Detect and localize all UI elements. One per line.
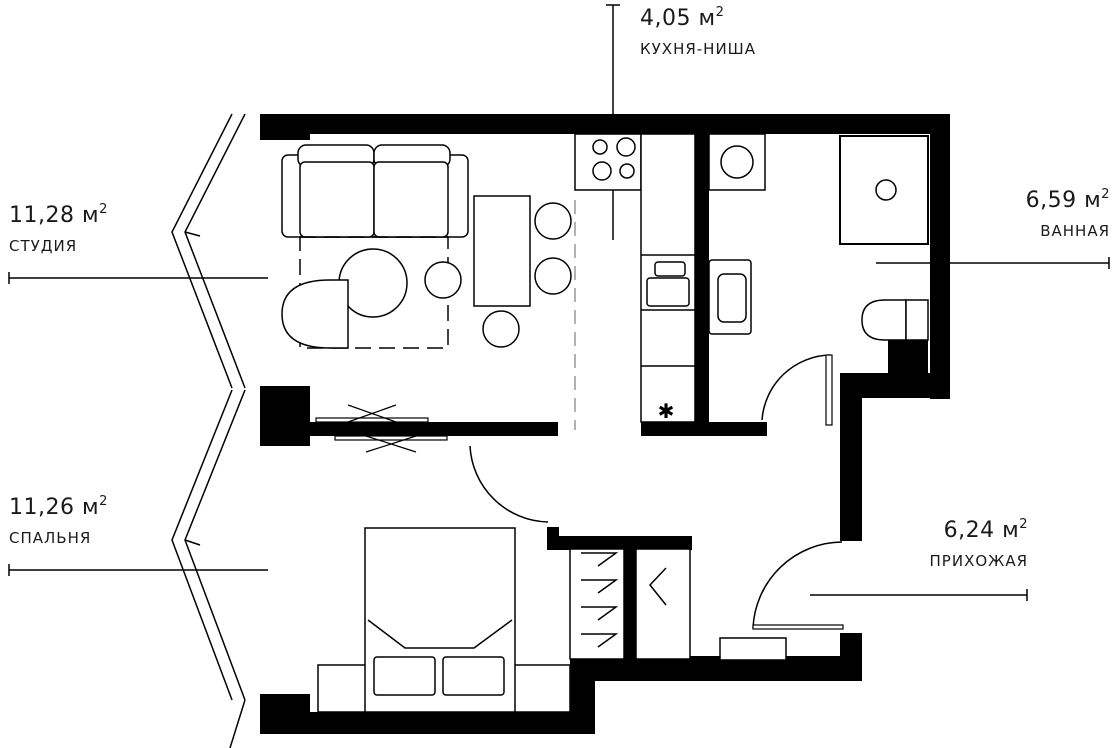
- room-name: КУХНЯ-НИША: [640, 40, 756, 58]
- wardrobe-icon: [569, 548, 787, 661]
- stove-icon: [592, 137, 636, 181]
- toilet-icon: [861, 299, 929, 341]
- room-name: СТУДИЯ: [9, 237, 78, 255]
- room-name: ВАННАЯ: [1040, 222, 1110, 240]
- sliding-door: [315, 404, 448, 453]
- oven-icon: ✱: [658, 399, 675, 423]
- kitchen-sink-icon: [646, 261, 690, 307]
- room-label-studio: 11,28 м2 СТУДИЯ: [9, 202, 108, 255]
- shower-icon: [839, 135, 929, 245]
- hanger-icon: [581, 552, 667, 648]
- window-icon: [171, 113, 246, 748]
- leader-lines: [8, 4, 1110, 601]
- room-label-hallway: 6,24 м2 ПРИХОЖАЯ: [929, 517, 1028, 570]
- door-icon: [752, 541, 843, 629]
- room-area: 6,24: [943, 518, 995, 543]
- armchair-icon: [281, 279, 349, 349]
- door-icon: [761, 354, 831, 421]
- dining-table-icon: [473, 195, 531, 307]
- room-area: 11,28: [9, 203, 75, 228]
- sofa-icon: [281, 144, 469, 238]
- room-label-bedroom: 11,26 м2 СПАЛЬНЯ: [9, 494, 108, 547]
- chair-icon: [424, 202, 572, 348]
- room-name: ПРИХОЖАЯ: [929, 552, 1028, 570]
- room-area: 4,05: [640, 6, 691, 31]
- room-area: 11,26: [9, 495, 75, 520]
- washing-machine-icon: [708, 133, 766, 191]
- room-label-kitchen: 4,05 м2 КУХНЯ-НИША: [640, 5, 756, 58]
- room-label-bathroom: 6,59 м2 ВАННАЯ: [1025, 187, 1110, 240]
- walls: [260, 114, 950, 734]
- coffee-table-icon: [338, 248, 408, 318]
- room-name: СПАЛЬНЯ: [9, 529, 92, 547]
- bathroom-sink-icon: [708, 259, 752, 335]
- door-icon: [469, 445, 549, 523]
- bed-icon: [317, 527, 571, 713]
- room-area: 6,59: [1025, 188, 1077, 213]
